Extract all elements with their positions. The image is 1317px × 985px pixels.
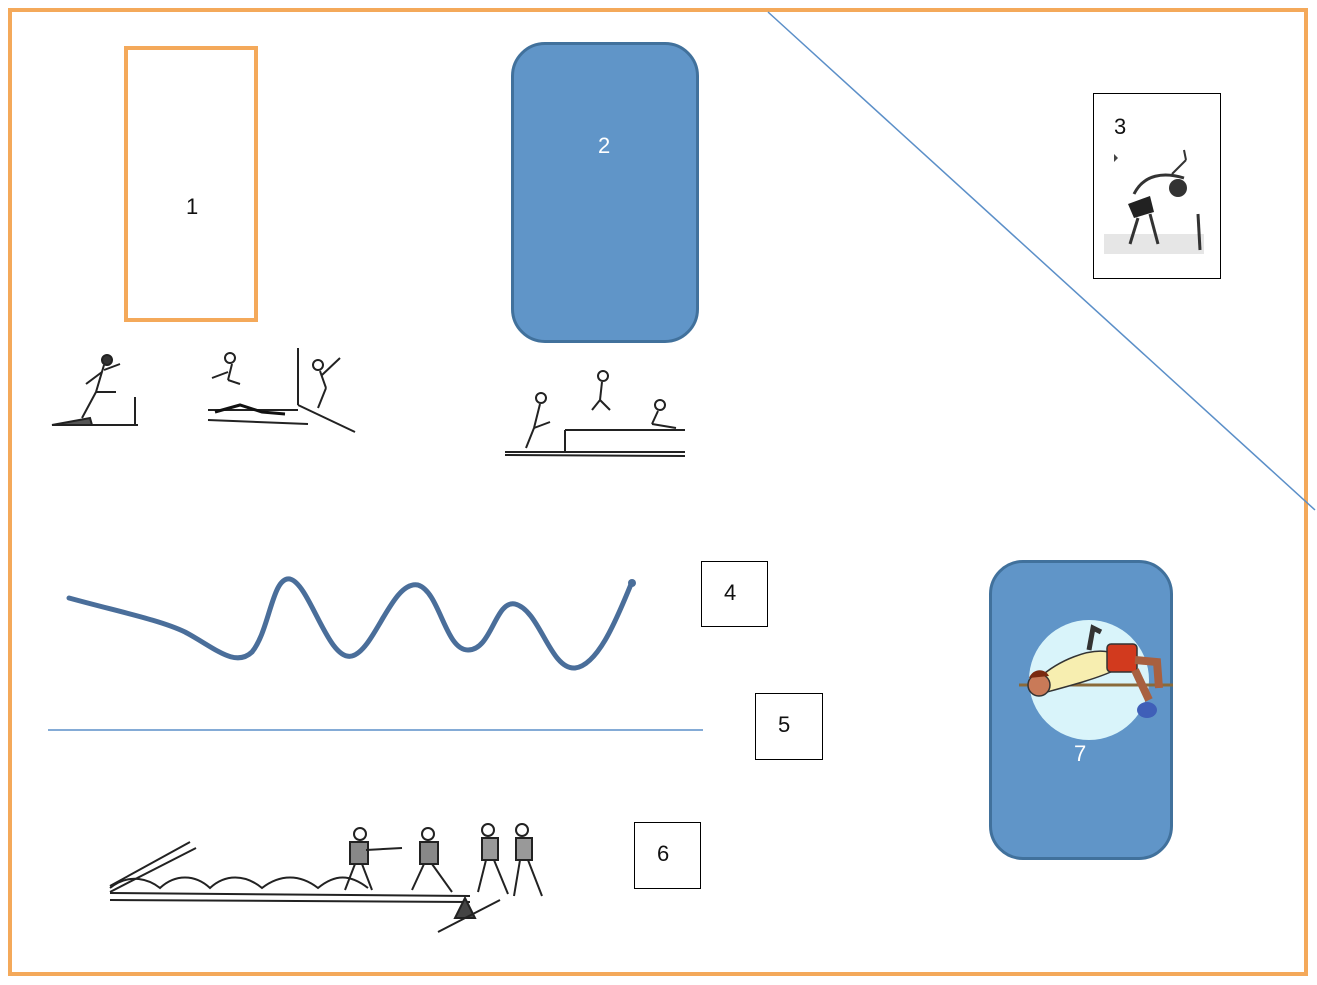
wavy-run-path xyxy=(66,576,635,671)
crouching-jumper-figure xyxy=(1104,149,1204,254)
zone-4-label: 4 xyxy=(724,580,737,605)
zone-2-box[interactable]: 2 xyxy=(511,42,699,343)
sprinter-start-figure xyxy=(51,354,138,426)
zone-7-box[interactable]: 7 xyxy=(989,560,1173,860)
zone-4-box[interactable]: 4 xyxy=(701,561,768,627)
zone-6-label: 6 xyxy=(657,841,670,866)
zone-5-label: 5 xyxy=(778,712,791,737)
zone-1-label: 1 xyxy=(186,194,199,219)
zone-6-box[interactable]: 6 xyxy=(634,822,701,889)
relay-handoff-figure xyxy=(109,823,543,933)
zone-3-label: 3 xyxy=(1114,114,1127,139)
zone-7-label: 7 xyxy=(1074,741,1087,766)
jumper-landing-figure xyxy=(207,348,356,433)
wavy-path-end xyxy=(628,579,636,587)
zone-2-label: 2 xyxy=(598,133,611,158)
zone-5-box[interactable]: 5 xyxy=(755,693,823,760)
zone-3-box[interactable]: 3 xyxy=(1093,93,1221,279)
field-border xyxy=(8,8,1308,976)
diagonal-boundary-line xyxy=(767,11,1316,511)
long-jump-sequence-figure xyxy=(504,370,686,457)
zone-1-box[interactable]: 1 xyxy=(124,46,258,322)
high-jump-athlete-figure xyxy=(1019,620,1173,740)
